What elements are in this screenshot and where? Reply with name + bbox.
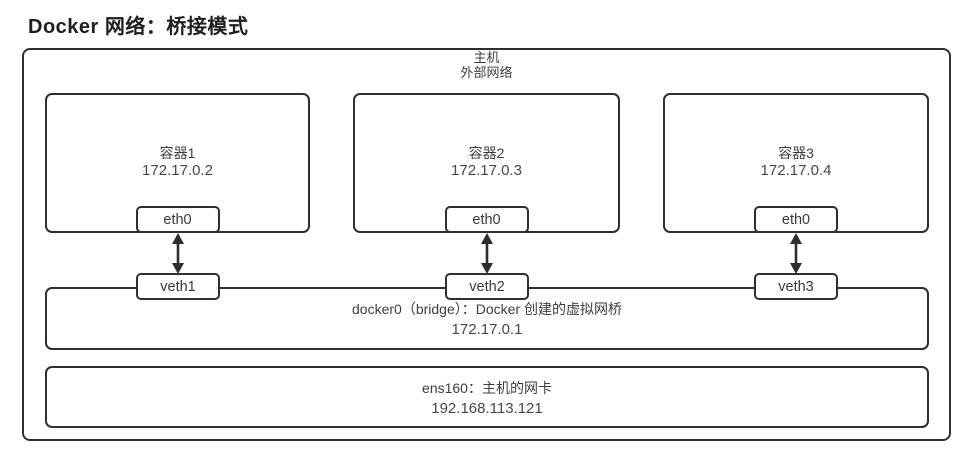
container-1-name: 容器1 <box>159 145 196 161</box>
container-3-eth0-tag: eth0 <box>754 206 838 233</box>
diagram-title: Docker 网络：桥接模式 <box>28 16 249 38</box>
container-2-eth0-tag: eth0 <box>444 206 529 233</box>
container-box-1: 容器1 172.17.0.2 eth0 <box>45 93 310 233</box>
container-1-eth0-tag: eth0 <box>135 206 220 233</box>
container-1-text: 容器1 172.17.0.2 <box>47 145 308 180</box>
container-2-name: 容器2 <box>468 145 505 161</box>
veth3-tag: veth3 <box>754 273 838 300</box>
bidirectional-arrow-icon-2 <box>481 233 493 274</box>
veth1-tag: veth1 <box>136 273 220 300</box>
container-2-ip: 172.17.0.3 <box>451 162 522 179</box>
docker0-bridge-ip: 172.17.0.1 <box>451 321 523 338</box>
container-1-ip: 172.17.0.2 <box>142 162 213 179</box>
container-2-text: 容器2 172.17.0.3 <box>355 145 618 180</box>
ens160-nic-label: ens160：主机的网卡 <box>422 379 552 396</box>
container-box-2: 容器2 172.17.0.3 eth0 <box>353 93 620 233</box>
docker0-bridge-label: docker0（bridge）：Docker 创建的虚拟网桥 <box>352 301 622 317</box>
container-3-name: 容器3 <box>778 145 814 161</box>
ens160-nic-box: ens160：主机的网卡 192.168.113.121 <box>45 366 929 428</box>
ens160-nic-ip: 192.168.113.121 <box>431 399 543 417</box>
host-label-line2: 外部网络 <box>460 65 513 80</box>
veth2-tag: veth2 <box>445 273 529 300</box>
bidirectional-arrow-icon-3 <box>790 233 802 274</box>
host-boundary-box <box>22 48 951 441</box>
host-label-line1: 主机 <box>473 50 500 65</box>
host-label: 主机 外部网络 <box>22 50 951 80</box>
container-3-text: 容器3 172.17.0.4 <box>665 145 927 180</box>
container-box-3: 容器3 172.17.0.4 eth0 <box>663 93 929 233</box>
container-3-ip: 172.17.0.4 <box>760 162 832 179</box>
bidirectional-arrow-icon-1 <box>172 233 184 274</box>
